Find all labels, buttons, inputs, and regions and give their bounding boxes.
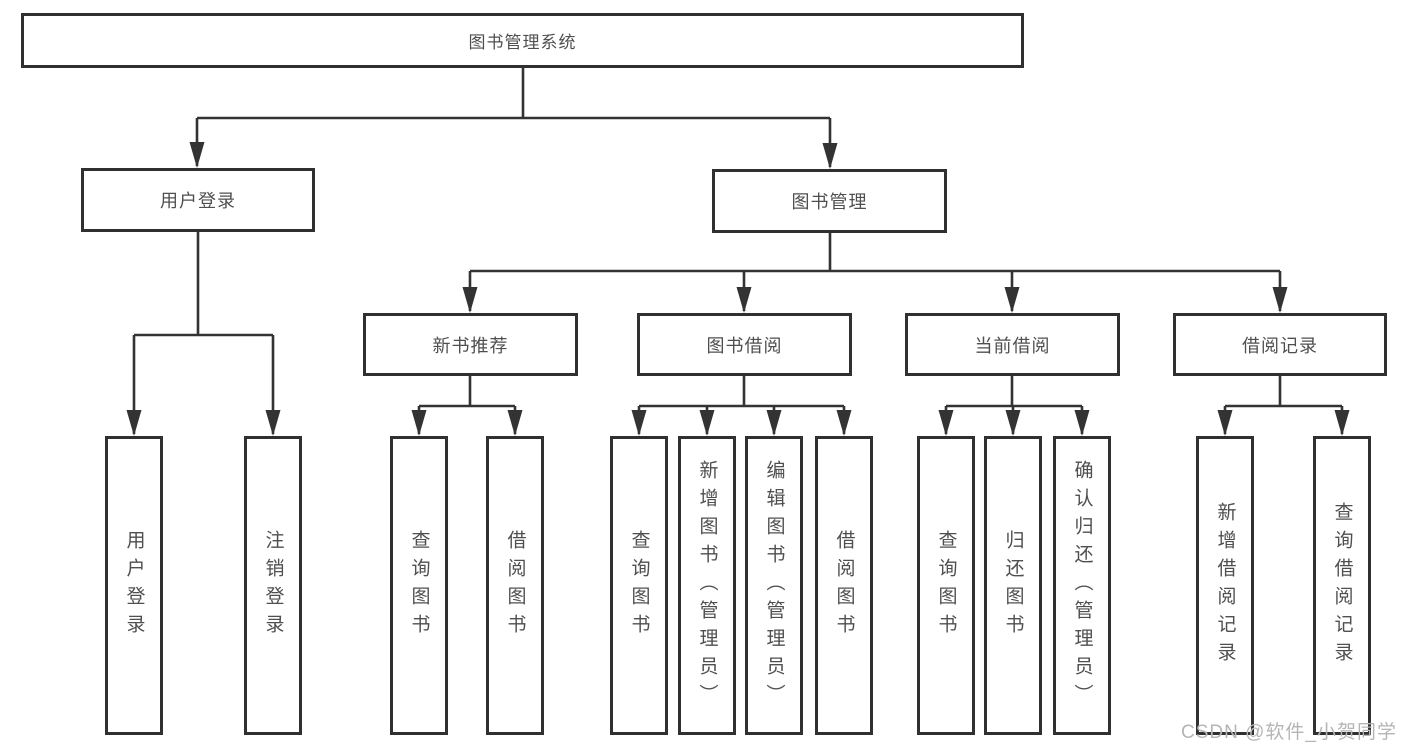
node-borrow-record: 借阅记录 bbox=[1173, 313, 1387, 376]
node-new-book-recommend: 新书推荐 bbox=[363, 313, 578, 376]
leaf-user-login: 用户登录 bbox=[105, 436, 163, 735]
arrowhead-group bbox=[126, 142, 1350, 436]
node-label: 用户登录 bbox=[123, 529, 145, 642]
node-book-borrow: 图书借阅 bbox=[637, 313, 852, 376]
node-label: 图书管理系统 bbox=[468, 33, 577, 52]
leaf-logout: 注销登录 bbox=[244, 436, 302, 735]
node-label: 编辑图书（管理员） bbox=[763, 459, 785, 712]
node-label: 新增图书（管理员） bbox=[696, 459, 718, 712]
leaf-return-book: 归还图书 bbox=[984, 436, 1042, 735]
node-library-system: 图书管理系统 bbox=[21, 13, 1024, 68]
leaf-add-borrow-record: 新增借阅记录 bbox=[1196, 436, 1254, 735]
node-label: 借阅图书 bbox=[504, 529, 526, 642]
leaf-query-borrow-record: 查询借阅记录 bbox=[1313, 436, 1371, 735]
node-book-management: 图书管理 bbox=[712, 169, 947, 233]
leaf-query-book-1: 查询图书 bbox=[390, 436, 448, 735]
node-label: 借阅记录 bbox=[1242, 335, 1318, 356]
leaf-confirm-return-admin: 确认归还（管理员） bbox=[1053, 436, 1111, 735]
node-label: 查询图书 bbox=[935, 529, 957, 642]
node-label: 查询借阅记录 bbox=[1331, 501, 1353, 670]
csdn-watermark: CSDN @软件_小贺同学 bbox=[1181, 722, 1397, 743]
leaf-edit-book-admin: 编辑图书（管理员） bbox=[745, 436, 803, 735]
node-label: 借阅图书 bbox=[833, 529, 855, 642]
node-user-login-group: 用户登录 bbox=[81, 168, 315, 232]
node-label: 注销登录 bbox=[262, 529, 284, 642]
node-label: 查询图书 bbox=[408, 529, 430, 642]
node-label: 新书推荐 bbox=[432, 335, 509, 356]
leaf-query-book-2: 查询图书 bbox=[610, 436, 668, 735]
leaf-borrow-book-2: 借阅图书 bbox=[815, 436, 873, 735]
node-label: 图书管理 bbox=[791, 192, 868, 212]
node-label: 查询图书 bbox=[628, 529, 650, 642]
node-label: 当前借阅 bbox=[974, 335, 1051, 356]
leaf-borrow-book-1: 借阅图书 bbox=[486, 436, 544, 735]
leaf-query-book-3: 查询图书 bbox=[917, 436, 975, 735]
node-label: 新增借阅记录 bbox=[1214, 501, 1236, 670]
node-label: 确认归还（管理员） bbox=[1071, 459, 1093, 712]
node-label: 用户登录 bbox=[160, 191, 236, 211]
node-label: 图书借阅 bbox=[706, 335, 783, 356]
node-current-borrow: 当前借阅 bbox=[905, 313, 1120, 376]
node-label: 归还图书 bbox=[1002, 529, 1024, 642]
leaf-add-book-admin: 新增图书（管理员） bbox=[678, 436, 736, 735]
